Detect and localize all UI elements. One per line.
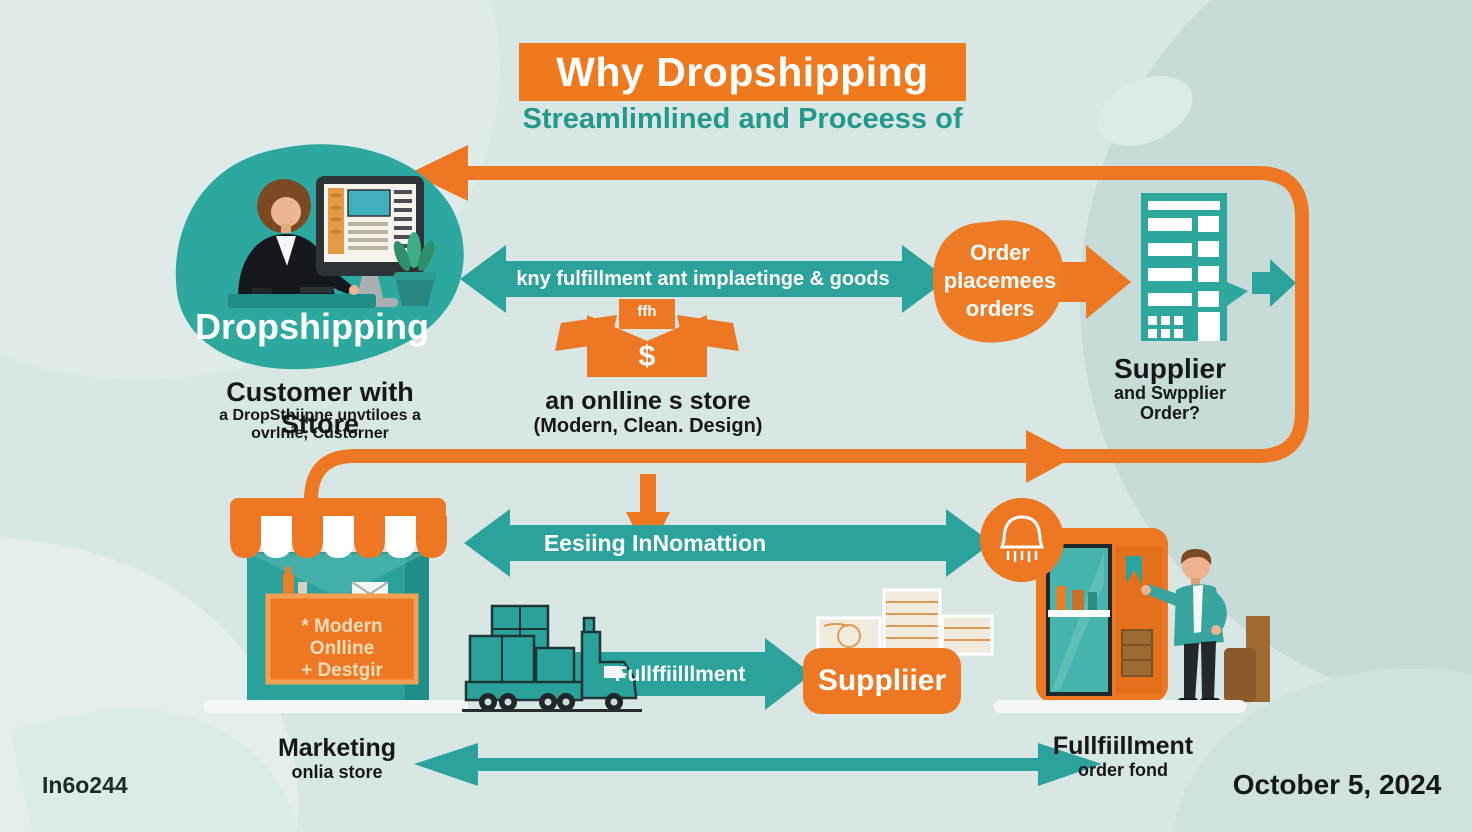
supplier-heading: Supplier (1113, 353, 1226, 384)
package-tab-text: ffh (637, 303, 657, 320)
bell-badge-icon (980, 498, 1064, 582)
supplier-box: Suppliier (803, 648, 961, 714)
customer-heading: Customer with Sttore (226, 377, 414, 440)
main-title: Why Dropshipping (556, 49, 929, 95)
bottom-double-arrow (414, 743, 1102, 786)
dropshipping-blob-label: Dropshipping (195, 306, 429, 347)
package-dollar: $ (638, 340, 656, 373)
order-blob-line1: Order (970, 240, 1030, 265)
watermark: In6o244 (42, 772, 128, 798)
storefront-illustration (204, 498, 468, 713)
supplier-box-label: Suppliier (817, 664, 947, 697)
store-sign-line3: + Destgir (301, 660, 383, 681)
marketing-heading: Marketing (277, 734, 397, 762)
shop-with-man-illustration (980, 498, 1270, 713)
fulfillment-arrow-label: Fullffiilllment (614, 663, 746, 686)
customer-subtext-1: a DropSthiipne unvtiloes a (219, 407, 421, 424)
marketing-subtext: onlia store (291, 762, 383, 782)
store-sign-line1: * Modern (301, 616, 383, 637)
package-heading: an onlline s store (545, 387, 751, 415)
mid-arrow-label: Eesiing InNomattion (543, 530, 767, 556)
order-blob (932, 220, 1131, 343)
supplier-subtext-1: and Swpplier (1113, 383, 1227, 403)
package-subheading: (Modern, Clean. Design) (533, 415, 763, 437)
title-banner: Why Dropshipping (519, 43, 966, 101)
orange-flow-loop (304, 145, 1309, 535)
crates-icon (816, 588, 994, 656)
mid-right-arrowhead-icon (1026, 430, 1076, 483)
store-sign-line2: Onlline (309, 638, 375, 659)
delivery-truck-icon (462, 604, 642, 712)
top-arrow-label: kny fulfillment ant implaetinge & goods (516, 268, 890, 290)
supplier-subtext-2: Order? (1139, 403, 1200, 423)
fulfillment-heading: Fullfiillment (1052, 732, 1194, 760)
mid-double-arrow (464, 509, 992, 577)
open-box-dollar-icon (555, 299, 739, 377)
order-blob-line3: orders (965, 296, 1035, 321)
top-double-arrow (460, 245, 948, 313)
left-arrowhead-icon (410, 145, 468, 201)
supplier-building-icon (1141, 193, 1248, 341)
date-label: October 5, 2024 (1232, 769, 1442, 800)
woman-at-computer-illustration (175, 144, 464, 370)
subtitle: Streamlimlined and Proceess of (522, 103, 963, 135)
customer-subtext-2: ovrlnie, Custorner (251, 425, 389, 442)
small-right-arrow-icon (1252, 259, 1296, 307)
order-blob-line2: placemees (943, 268, 1057, 293)
fulfillment-subtext: order fond (1078, 760, 1168, 780)
